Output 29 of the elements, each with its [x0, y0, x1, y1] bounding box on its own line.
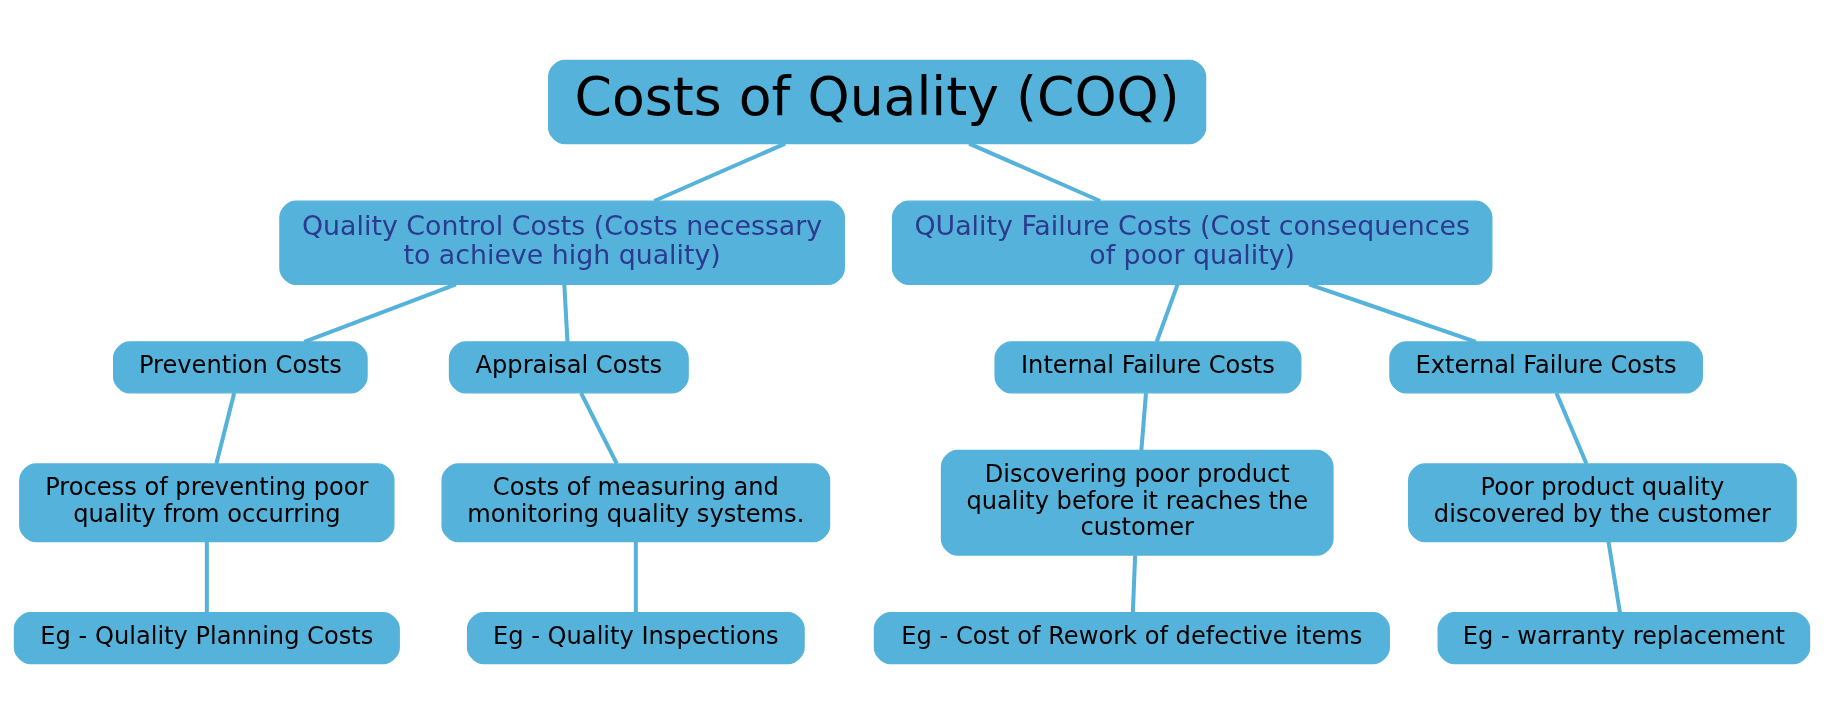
node-box: Eg - Quality Inspections [466, 612, 805, 665]
node-box: Costs of Quality (COQ) [548, 59, 1207, 145]
node-box: Costs of measuring and monitoring quality systems. [441, 463, 831, 543]
connector [1554, 392, 1589, 465]
connector [1154, 283, 1180, 343]
node-box: Eg - Qulality Planning Costs [13, 612, 400, 665]
node-box: Eg - Cost of Rework of defective items [873, 612, 1390, 665]
connector [968, 141, 1101, 203]
node-box: Discovering poor product quality before it reaches the customer [940, 449, 1334, 556]
node-box: Eg - warranty replacement [1437, 612, 1811, 665]
connector [1308, 282, 1477, 344]
connector [214, 392, 237, 465]
node-box: Quality Control Costs (Costs necessary to achieve high quality) [279, 200, 845, 285]
connector [204, 541, 209, 613]
connector [303, 282, 457, 344]
node-box: QUality Failure Costs (Cost consequences of poor quality) [891, 200, 1493, 285]
connector [633, 541, 638, 613]
connector [653, 141, 786, 203]
connector [562, 284, 570, 342]
node-box: Process of preventing poor quality from occurring [19, 463, 395, 543]
node-box: External Failure Costs [1389, 341, 1703, 394]
connector [1606, 541, 1622, 613]
node-box: Appraisal Costs [448, 341, 689, 394]
node-box: Internal Failure Costs [994, 341, 1302, 394]
node-box: Poor product quality discovered by the customer [1408, 463, 1797, 543]
connector [1139, 392, 1148, 451]
node-box: Prevention Costs [113, 341, 368, 394]
connector [579, 392, 619, 465]
connector [1130, 555, 1138, 613]
